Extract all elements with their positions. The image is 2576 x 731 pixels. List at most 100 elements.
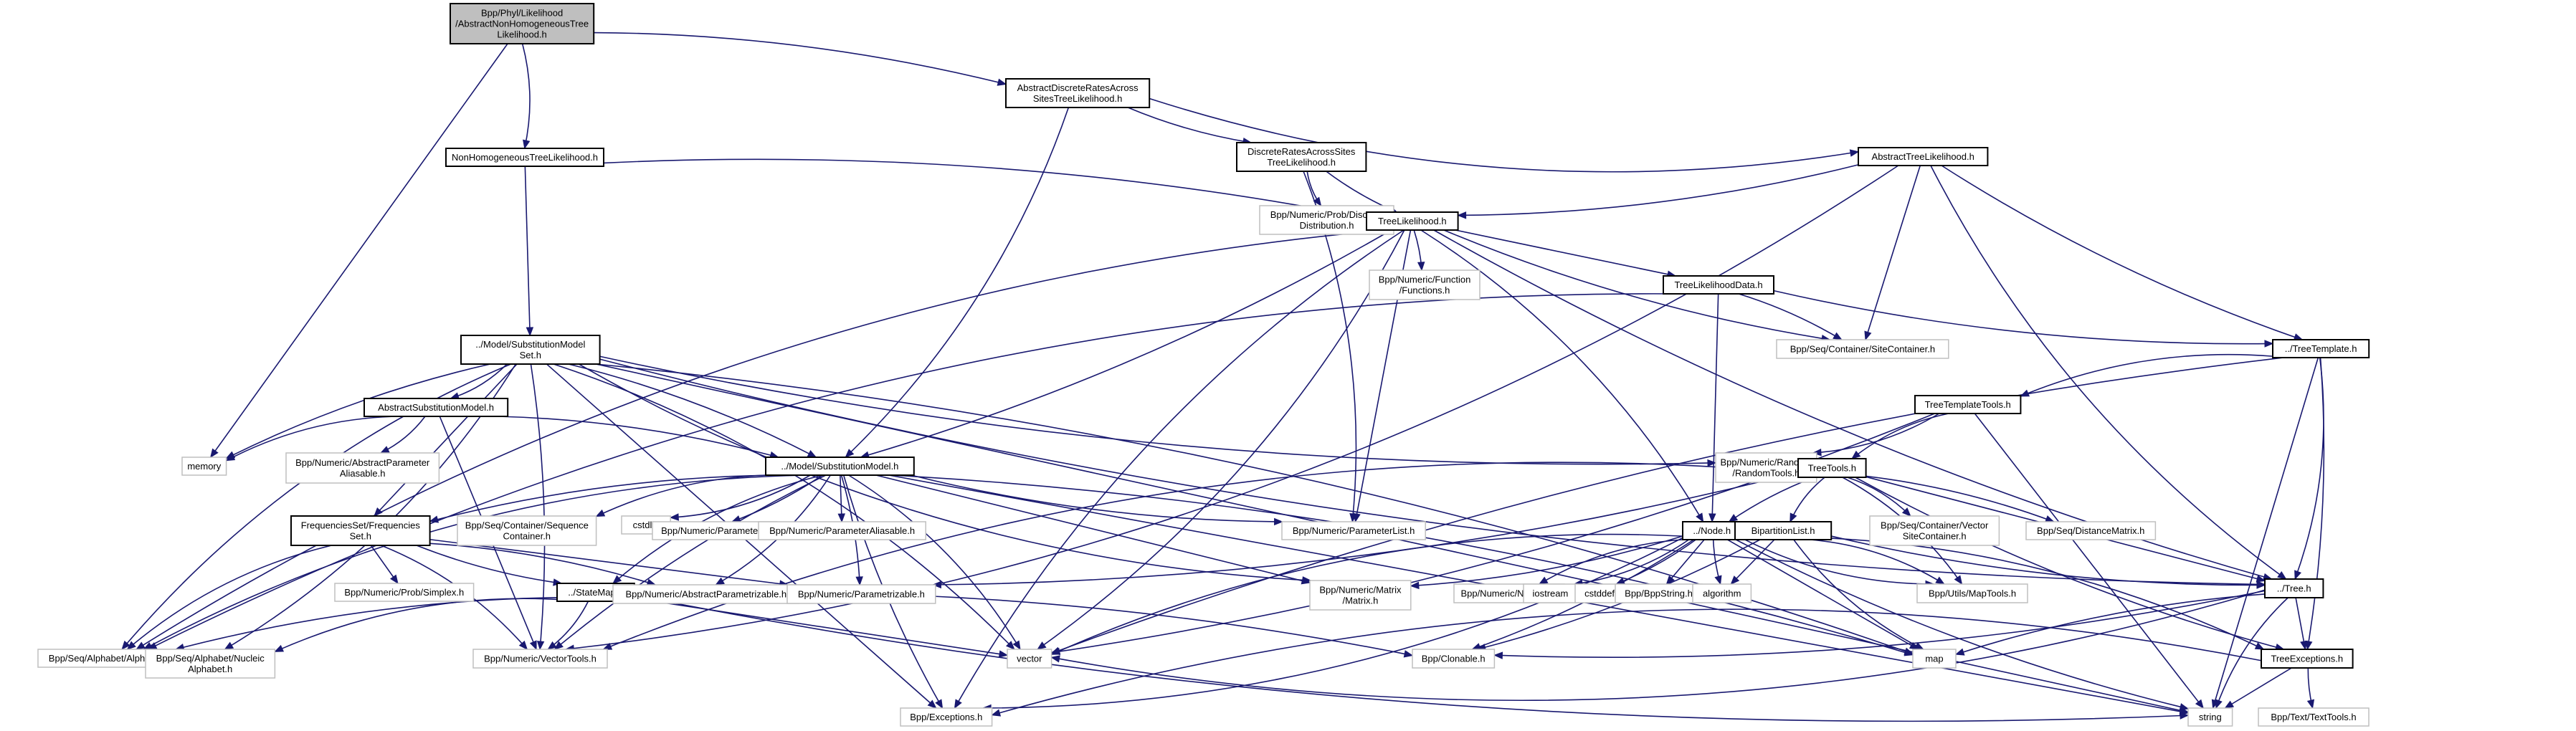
- graph-node-texttools: Bpp/Text/TextTools.h: [2258, 707, 2370, 727]
- graph-node-paramalias: Bpp/Numeric/ParameterAliasable.h: [758, 521, 926, 540]
- dependency-edge: [1410, 535, 1683, 590]
- node-box: [2258, 707, 2370, 727]
- dependency-edge: [2295, 597, 2308, 651]
- arrowhead-icon: [2180, 712, 2190, 720]
- graph-node-treetools[interactable]: TreeTools.h: [1797, 458, 1867, 478]
- node-label: memory: [187, 461, 221, 472]
- node-label: Bpp/BppString.h: [1625, 588, 1693, 599]
- graph-node-treeexc[interactable]: TreeExceptions.h: [2261, 649, 2354, 669]
- arrowhead-icon: [2264, 340, 2274, 348]
- graph-node-bipart[interactable]: BipartitionList.h: [1734, 521, 1833, 540]
- graph-node-node[interactable]: ../Node.h: [1682, 521, 1742, 540]
- graph-node-treetemplate[interactable]: ../TreeTemplate.h: [2272, 339, 2370, 358]
- edge-line: [1410, 535, 1683, 587]
- dependency-edge: [379, 416, 426, 454]
- node-box: [1797, 458, 1867, 478]
- dependency-edge: [1738, 293, 1843, 340]
- dependency-edge: [210, 43, 508, 459]
- graph-node-tree[interactable]: ../Tree.h: [2264, 578, 2324, 598]
- node-label: Bpp/Phyl/Likelihood: [481, 8, 563, 19]
- node-box: [1236, 142, 1367, 172]
- edge-line: [1051, 589, 2266, 702]
- graph-node-functions: Bpp/Numeric/Function/Functions.h: [1369, 269, 1481, 300]
- edge-line: [1711, 293, 1719, 522]
- graph-node-root[interactable]: Bpp/Phyl/Likelihood/AbstractNonHomogeneo…: [450, 3, 595, 44]
- graph-node-vectortools: Bpp/Numeric/VectorTools.h: [472, 649, 608, 669]
- node-label: vector: [1017, 654, 1042, 664]
- arrowhead-icon: [807, 450, 817, 458]
- graph-node-asm[interactable]: AbstractSubstitutionModel.h: [363, 398, 509, 417]
- arrowhead-icon: [1005, 641, 1015, 650]
- dependency-edge: [1974, 413, 2204, 710]
- graph-node-nhtl[interactable]: NonHomogeneousTreeLikelihood.h: [445, 148, 604, 167]
- arrowhead-icon: [997, 78, 1007, 86]
- dependency-edge: [634, 594, 2190, 722]
- graph-node-freqset[interactable]: FrequenciesSet/FrequenciesSet.h: [290, 515, 431, 546]
- node-box: [2025, 521, 2157, 540]
- dependency-edge: [1050, 533, 1683, 655]
- arrowhead-icon: [225, 453, 236, 462]
- node-box: [1412, 649, 1496, 669]
- node-box: [758, 521, 926, 540]
- graph-node-bppstring: Bpp/BppString.h: [1615, 583, 1703, 603]
- arrowhead-icon: [1790, 512, 1797, 523]
- graph-node-sm[interactable]: ../Model/SubstitutionModel.h: [765, 457, 915, 476]
- dependency-edge: [837, 474, 845, 523]
- dependency-edge: [1728, 477, 1815, 522]
- arrowhead-icon: [518, 640, 528, 650]
- edge-line: [1127, 107, 1252, 143]
- node-box: [1734, 521, 1833, 540]
- dependency-edge: [429, 543, 657, 586]
- arrowhead-icon: [2294, 570, 2301, 580]
- edge-line: [1037, 229, 1405, 650]
- dependency-edge: [521, 43, 531, 150]
- arrowhead-icon: [1812, 448, 1822, 457]
- node-label: TreeLikelihood.h: [1378, 216, 1447, 226]
- arrowhead-icon: [2224, 700, 2235, 709]
- dependency-edge: [564, 165, 1899, 652]
- arrowhead-icon: [1954, 575, 1963, 586]
- node-box: [145, 649, 276, 679]
- edge-line: [911, 474, 1283, 522]
- graph-node-tl[interactable]: TreeLikelihood.h: [1366, 211, 1459, 231]
- node-label: Bpp/Exceptions.h: [910, 712, 982, 722]
- arrowhead-icon: [1714, 575, 1722, 586]
- edge-line: [530, 363, 546, 650]
- arrowhead-icon: [210, 448, 219, 459]
- graph-node-map: map: [1912, 649, 1957, 669]
- edge-line: [1738, 293, 1843, 340]
- edge-line: [2215, 597, 2289, 709]
- dependency-edge: [1306, 171, 1322, 207]
- arrowhead-icon: [1353, 512, 1361, 523]
- arrowhead-icon: [224, 641, 234, 650]
- graph-node-atl[interactable]: AbstractTreeLikelihood.h: [1858, 147, 1989, 166]
- dependency-edge: [1455, 229, 1677, 278]
- node-label: Bpp/Seq/Alphabet/Alphabet.h: [49, 653, 171, 664]
- edge-line: [2020, 353, 2273, 397]
- node-box: [1663, 275, 1774, 295]
- node-box: [285, 452, 440, 484]
- edge-line: [1735, 539, 2189, 710]
- node-box: [1523, 583, 1578, 603]
- dependency-edge: [669, 474, 811, 521]
- edge-line: [1773, 290, 2273, 345]
- arrowhead-icon: [126, 641, 136, 650]
- arrowhead-icon: [374, 507, 383, 517]
- graph-node-simplex: Bpp/Numeric/Prob/Simplex.h: [334, 583, 475, 602]
- edge-line: [226, 363, 490, 459]
- node-label: ../StateMap.h: [568, 587, 623, 598]
- node-label: Bpp/Numeric/ParameterList.h: [1293, 525, 1415, 536]
- edge-line: [612, 474, 823, 584]
- node-label: TreeLikelihoodData.h: [1674, 280, 1762, 290]
- edge-line: [1866, 475, 2054, 522]
- graph-node-adrastl[interactable]: AbstractDiscreteRatesAcrossSitesTreeLike…: [1005, 78, 1151, 108]
- edge-line: [1420, 229, 1704, 522]
- graph-node-ttt[interactable]: TreeTemplateTools.h: [1914, 395, 2022, 414]
- graph-node-tld[interactable]: TreeLikelihoodData.h: [1663, 275, 1774, 295]
- node-box: [1692, 583, 1752, 603]
- edge-line: [1955, 593, 2266, 655]
- node-label: NonHomogeneousTreeLikelihood.h: [452, 152, 598, 163]
- edge-line: [553, 363, 1015, 650]
